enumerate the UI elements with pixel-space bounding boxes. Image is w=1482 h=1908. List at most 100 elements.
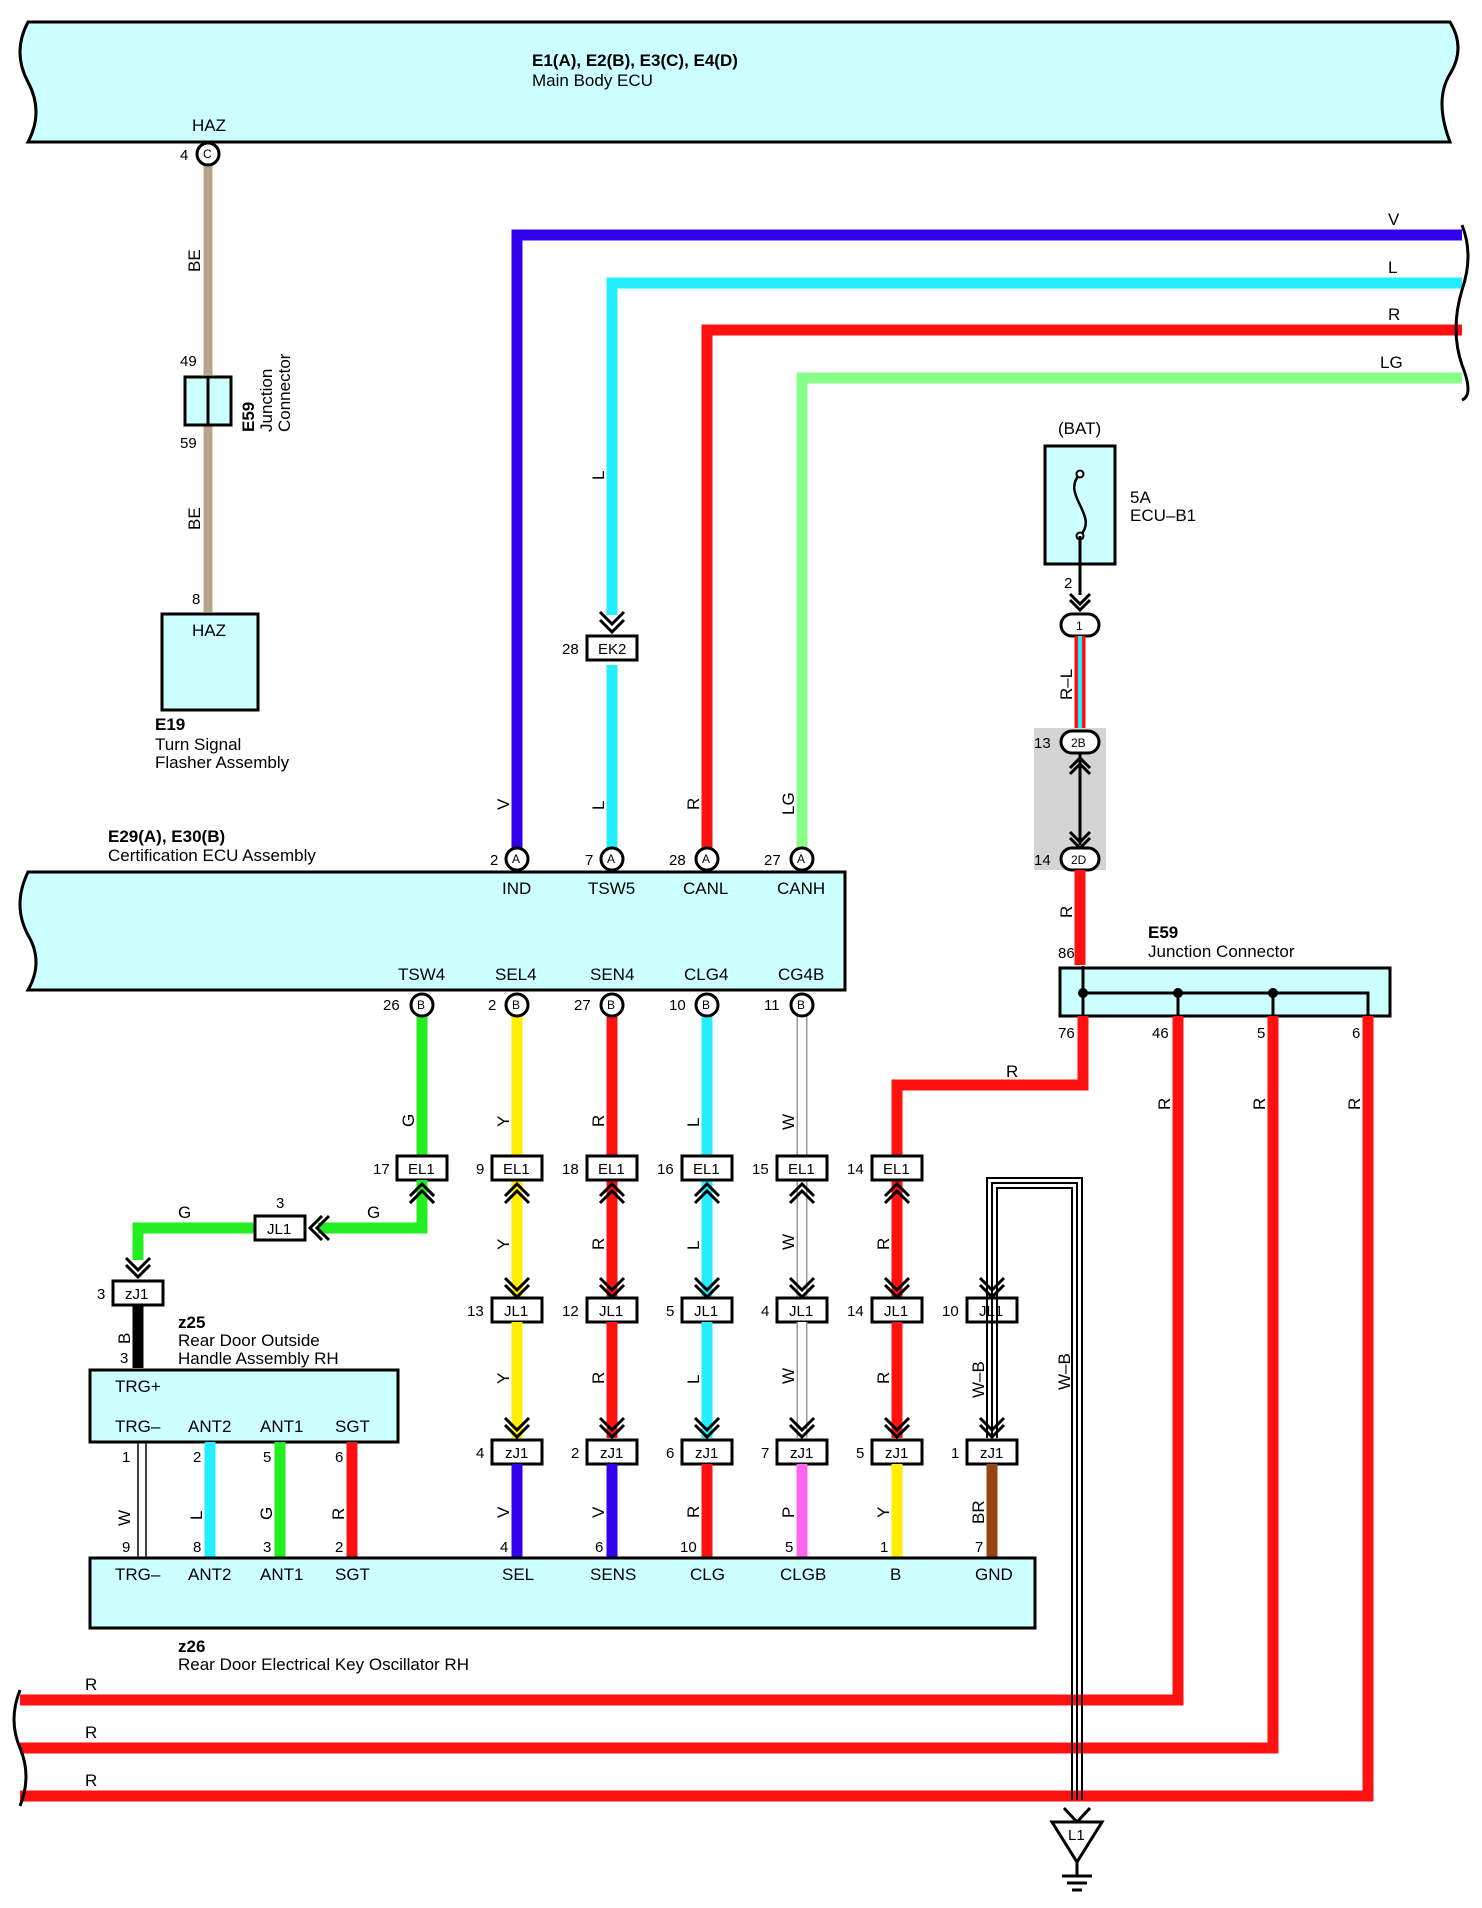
z25-pin-num-3: 5: [263, 1449, 271, 1466]
el1-jl1-wire-label-2: R: [589, 1238, 608, 1250]
z25-pin-name-3: ANT1: [260, 1417, 303, 1436]
flasher-pin-num: 8: [192, 591, 200, 608]
ek2-pin: 28: [562, 641, 579, 658]
el1-jl1-wire-label-3: L: [684, 1241, 703, 1250]
z26-pin-name-8: CLGB: [780, 1565, 826, 1584]
cert-bottom-wire-l: L: [684, 1118, 703, 1127]
cert-top-wire-lg: LG: [779, 792, 798, 815]
jl1-wire-label-1: Y: [494, 1373, 513, 1384]
cert-bottom-pin-num-3: 27: [574, 997, 591, 1014]
flasher-code: E19: [155, 715, 185, 734]
e59-in-pin: 86: [1058, 945, 1075, 962]
z26-pin-name-9: B: [890, 1565, 901, 1584]
z25-wire-1: W: [115, 1510, 134, 1526]
jl1-label-1: JL1: [504, 1303, 528, 1320]
cert-top-pin-name-4: CANH: [777, 879, 825, 898]
e59-output-wires: R R R R R R: [12, 1016, 1374, 1807]
cert-ecu-name: Certification ECU Assembly: [108, 846, 316, 865]
zj1-connector-row: zJ1 zJ1 zJ1 zJ1 zJ1 zJ1 4 2 6 7 5 1 V V …: [476, 1416, 1019, 1558]
ek2-connector: L EK2 28: [562, 471, 639, 662]
z25-box: [88, 1368, 400, 1444]
cert-top-pin-conn-1: A: [512, 852, 520, 866]
flasher-box: [160, 612, 260, 712]
e59-junction-connector: E59 Junction Connector 86 76 46 5 6: [1058, 923, 1392, 1042]
cert-bottom-pin-name-4: CLG4: [684, 965, 728, 984]
e59-out-pin-2: 46: [1152, 1025, 1169, 1042]
z26-pin-name-5: SEL: [502, 1565, 534, 1584]
flasher-name-1: Turn Signal: [155, 735, 241, 754]
ek2-label: EK2: [598, 641, 626, 658]
haz-wire-label-top: BE: [185, 249, 204, 272]
e59-name: Junction Connector: [1148, 942, 1295, 961]
e59-out-pin-3: 5: [1257, 1025, 1265, 1042]
zj1-pin-4: 7: [761, 1445, 769, 1462]
z25-pin-name-2: ANT2: [188, 1417, 231, 1436]
jl1-label-4: JL1: [789, 1303, 813, 1320]
fuse-badge-2-pin: 13: [1034, 735, 1051, 752]
fuse-wire-rl: R–L: [1057, 669, 1076, 700]
right-wire-label-r: R: [1388, 305, 1400, 324]
jc-pin-bottom: 59: [180, 435, 197, 452]
zj1-label-4: zJ1: [790, 1445, 813, 1462]
zj1-label-2: zJ1: [600, 1445, 623, 1462]
main-body-ecu-subtitle: Main Body ECU: [532, 71, 653, 90]
el1-label-1: EL1: [408, 1161, 435, 1178]
fuse-badge-3-text: 2D: [1071, 853, 1087, 867]
zj1-left-label: zJ1: [125, 1286, 148, 1303]
el1-label-4: EL1: [693, 1161, 720, 1178]
ground-wire-label: W–B: [1055, 1353, 1074, 1390]
z25-pin-name-1: TRG–: [115, 1417, 161, 1436]
wb-ground-route: W–B L1: [986, 1177, 1105, 1892]
cert-bottom-pin-num-2: 2: [488, 997, 496, 1014]
cert-top-pin-conn-3: A: [702, 852, 710, 866]
zj1-pin-5: 5: [856, 1445, 864, 1462]
el1-pin-2: 9: [476, 1161, 484, 1178]
e59-out-pin-4: 6: [1352, 1025, 1360, 1042]
el1-connector-row: EL1 EL1 EL1 EL1 EL1 EL1 17 9 18 16 15 14…: [373, 1154, 924, 1297]
zj1-label-6: zJ1: [980, 1445, 1003, 1462]
z25-wire-3: G: [257, 1507, 276, 1520]
fuse-badge-3-pin: 14: [1034, 852, 1051, 869]
jl1-wire-label-4: W: [779, 1368, 798, 1384]
z26-pin-name-6: SENS: [590, 1565, 636, 1584]
fuse-source: (BAT): [1058, 419, 1101, 438]
zj1-pin-1: 4: [476, 1445, 484, 1462]
jl1-side-left-wire: G: [178, 1203, 191, 1222]
z26-pin-num-7: 10: [680, 1539, 697, 1556]
jl1-connector-row: JL1 JL1 JL1 JL1 JL1 JL1 13 12 5 4 14 10 …: [467, 1276, 1019, 1438]
z25-pin-num-2: 2: [193, 1449, 201, 1466]
jl1-wire-label-5: R: [874, 1372, 893, 1384]
zj1-wire-down-4: P: [779, 1507, 798, 1518]
z25-wire-4: R: [329, 1508, 348, 1520]
cert-top-pin-num-1: 2: [490, 852, 498, 869]
jl1-side-label: JL1: [267, 1221, 291, 1238]
cert-bottom-pin-name-5: CG4B: [778, 965, 824, 984]
right-wire-label-lg: LG: [1380, 353, 1403, 372]
z25-name-1: Rear Door Outside: [178, 1331, 320, 1350]
ek2-arrow: [598, 610, 626, 635]
z26-pin-name-4: SGT: [335, 1565, 370, 1584]
zj1-label-3: zJ1: [695, 1445, 718, 1462]
haz-pin-name: HAZ: [192, 116, 226, 135]
cert-bottom-pin-conn-4: B: [702, 998, 710, 1012]
ek2-box: [585, 634, 639, 662]
g-side-route: JL1 3 G G zJ1 3 B 3: [97, 1180, 436, 1368]
z25-pin-num-1: 1: [122, 1449, 130, 1466]
jc-name-1: Junction: [257, 369, 276, 432]
cert-bottom-pin-conn-3: B: [607, 998, 615, 1012]
z26-key-oscillator: 9 8 3 2 4 6 10 5 1 7 TRG– ANT2 ANT1 SGT …: [88, 1539, 1037, 1674]
cert-bottom-pin-num-5: 11: [764, 997, 780, 1014]
bottom-wire-label-3: R: [85, 1771, 97, 1790]
ground-icon: [1049, 1820, 1105, 1865]
cert-bottom-pin-conn-1: B: [417, 998, 425, 1012]
el1-pin-3: 18: [562, 1161, 579, 1178]
z26-pin-name-7: CLG: [690, 1565, 725, 1584]
e59-code: E59: [1148, 923, 1178, 942]
cert-top-pin-num-3: 28: [669, 852, 686, 869]
cert-top-pin-name-2: TSW5: [588, 879, 635, 898]
z26-code: z26: [178, 1637, 205, 1656]
zj1-label-5: zJ1: [885, 1445, 908, 1462]
el1-label-3: EL1: [598, 1161, 625, 1178]
haz-pin-conn: C: [203, 147, 212, 161]
